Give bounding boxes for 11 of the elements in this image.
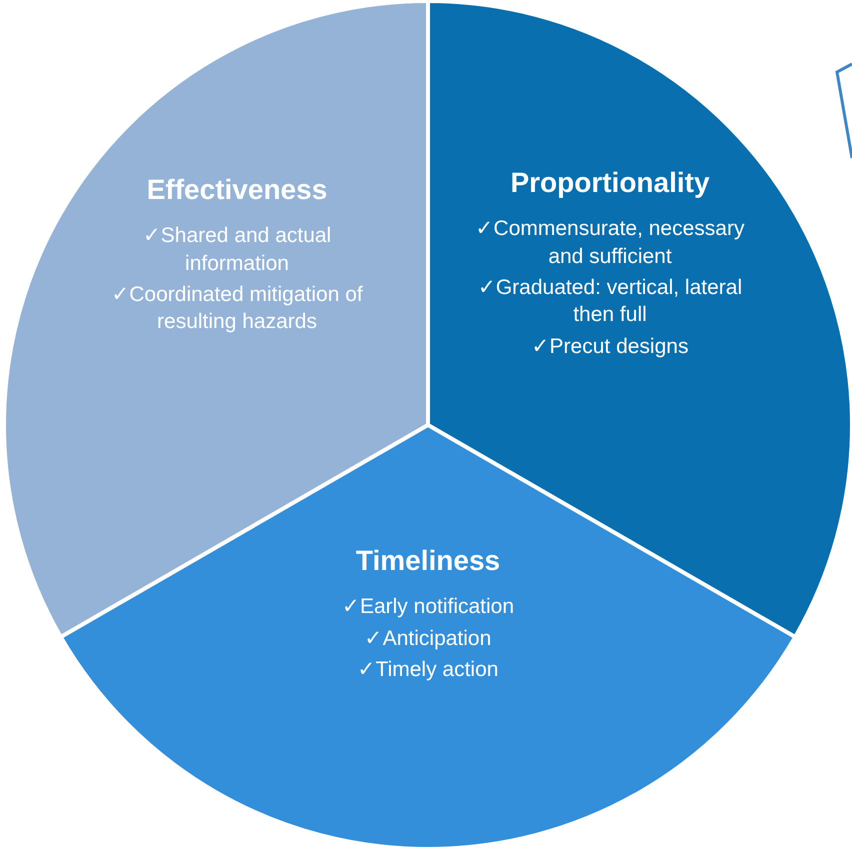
checklist-item: ✓Timely action xyxy=(358,656,498,683)
checklist-item: ✓Anticipation xyxy=(364,626,492,652)
checklist-item: ✓Graduated: vertical, lateral then full xyxy=(476,274,744,328)
slice-heading: Effectiveness xyxy=(146,173,328,207)
slice-heading: Proportionality xyxy=(510,166,710,200)
checklist-item: ✓Early notification xyxy=(342,594,514,620)
checklist-item: ✓Coordinated mitigation of resulting hazards xyxy=(110,282,364,336)
checklist-item: ✓Commensurate, necessary and sufficient xyxy=(474,216,746,270)
slice-heading: Timeliness xyxy=(356,544,500,578)
checklist-item: ✓Precut designs xyxy=(532,334,688,360)
checklist-item: ✓Shared and actual information xyxy=(142,223,332,277)
